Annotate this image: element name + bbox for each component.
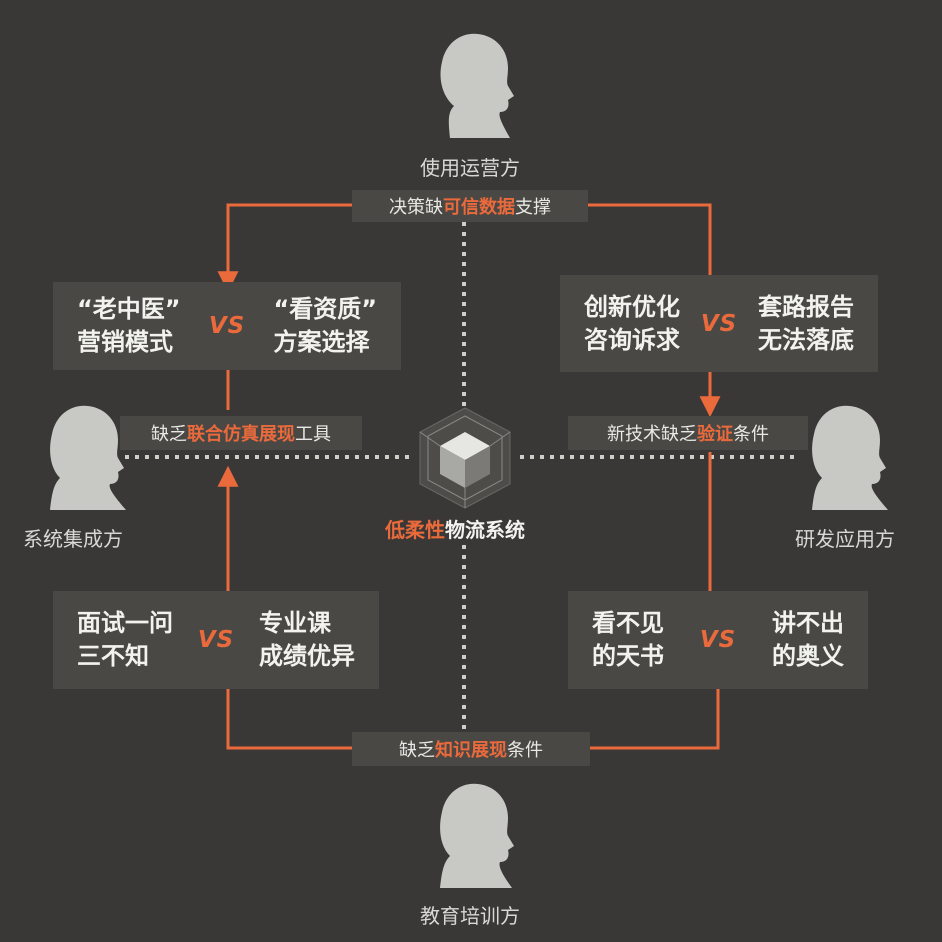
vs-box-bottom-right-vs: VS [699, 627, 737, 653]
label-bottom-pre: 缺乏 [399, 740, 435, 761]
label-top-highlight: 可信数据 [443, 197, 515, 218]
vs-box-top-right-right-text: 套路报告 无法落底 [758, 292, 854, 354]
vs-box-bottom-left-right-text: 专业课 成绩优异 [259, 609, 355, 670]
label-top: 决策缺可信数据支撑 [352, 190, 588, 222]
center-title-rest: 物流系统 [445, 518, 525, 542]
label-left-highlight: 联合仿真展现 [187, 424, 295, 445]
role-right-label: 研发应用方 [795, 527, 895, 551]
label-top-post: 支撑 [515, 197, 551, 218]
role-left-label: 系统集成方 [23, 527, 123, 551]
arrow-top-to-top-left [217, 203, 360, 293]
vs-box-top-left-right-text: “看资质” 方案选择 [273, 295, 377, 356]
label-bottom: 缺乏知识展现条件 [352, 732, 590, 766]
center-title-highlight: 低柔性 [385, 518, 445, 542]
vs-box-bottom-left-vs: VS [197, 627, 235, 653]
vs-box-top-right-vs: VS [700, 310, 738, 337]
vs-box-top-right: 创新优化 咨询诉求 VS 套路报告 无法落底 [560, 275, 878, 372]
person-silhouette-icon [812, 405, 888, 510]
vs-box-top-left-vs: VS [208, 313, 246, 339]
role-top-label: 使用运营方 [420, 156, 520, 180]
arrow-bottom-to-bottom-left [217, 663, 352, 750]
label-left-pre: 缺乏 [151, 424, 187, 445]
label-right-post: 条件 [733, 424, 769, 445]
arrow-top-to-top-right [585, 203, 721, 308]
vs-box-bottom-right: 看不见 的天书 VS 讲不出 的奥义 [568, 591, 868, 689]
label-top-pre: 决策缺 [389, 197, 443, 218]
vs-box-bottom-left: 面试一问 三不知 VS 专业课 成绩优异 [53, 591, 379, 689]
person-silhouette-icon [50, 405, 126, 510]
label-right-pre: 新技术缺乏 [607, 424, 697, 445]
vs-box-top-left-left-text: “老中医” 营销模式 [77, 295, 181, 356]
vs-box-top-right-left-text: 创新优化 咨询诉求 [584, 292, 680, 354]
arrow-bottom-to-bottom-right [590, 663, 729, 750]
label-left-post: 工具 [295, 424, 331, 445]
vs-box-top-left: “老中医” 营销模式 VS “看资质” 方案选择 [53, 282, 401, 370]
cube-icon [419, 407, 511, 509]
vs-box-bottom-right-right-text: 讲不出 的奥义 [772, 609, 844, 670]
person-silhouette-icon [440, 783, 514, 888]
center-title: 低柔性物流系统 [385, 514, 525, 543]
label-left: 缺乏联合仿真展现工具 [120, 416, 362, 450]
label-right-highlight: 验证 [697, 424, 733, 445]
label-right: 新技术缺乏验证条件 [568, 416, 808, 450]
label-bottom-post: 条件 [507, 740, 543, 761]
vs-box-bottom-right-left-text: 看不见 的天书 [592, 609, 664, 670]
role-bottom-label: 教育培训方 [420, 904, 520, 928]
vs-box-bottom-left-left-text: 面试一问 三不知 [77, 609, 173, 670]
person-silhouette-icon [440, 33, 514, 138]
label-bottom-highlight: 知识展现 [435, 740, 507, 761]
